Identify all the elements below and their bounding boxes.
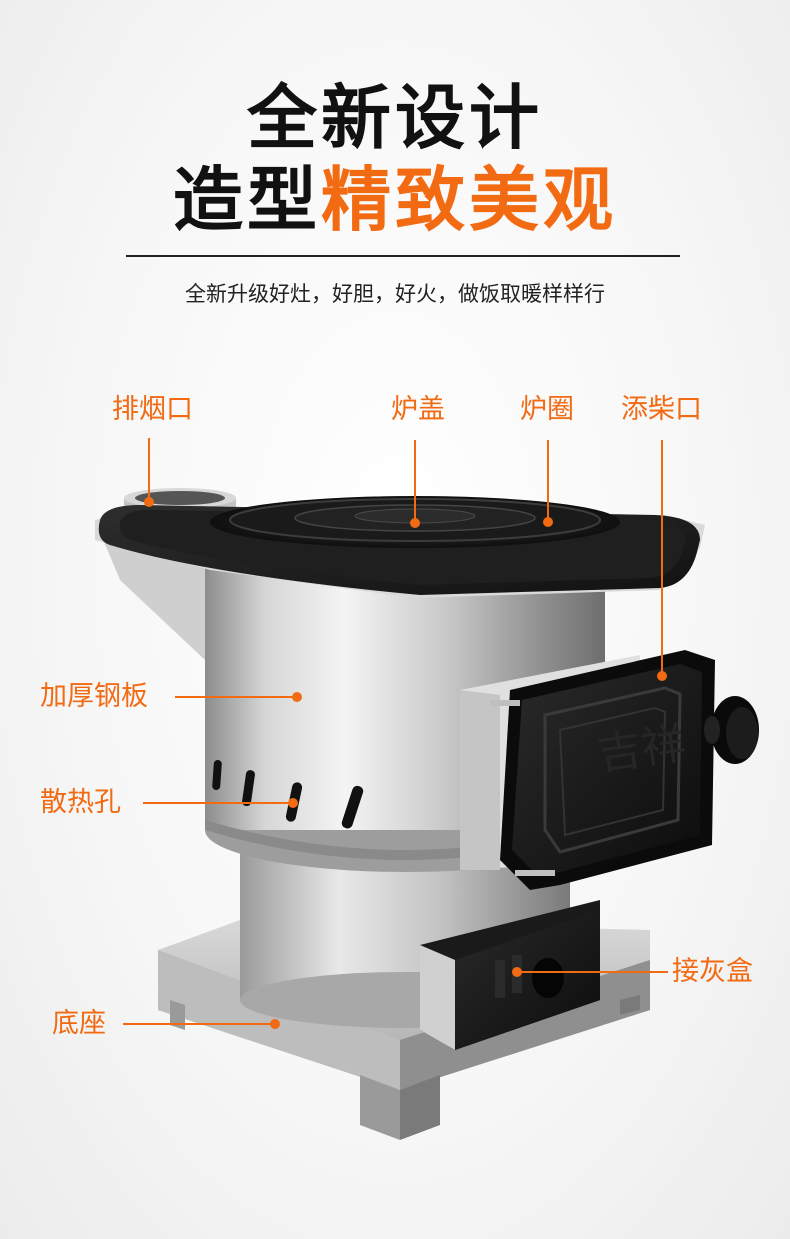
label-vents: 散热孔 xyxy=(40,787,121,818)
headline-line-2: 造型精致美观 xyxy=(0,160,790,240)
headline-orange-part: 精致美观 xyxy=(321,159,617,241)
headline-black-part: 造型 xyxy=(173,159,321,241)
divider-line xyxy=(126,255,680,257)
label-ring: 炉圈 xyxy=(520,394,574,425)
callout-lines xyxy=(123,438,668,1025)
door-emblem: 吉祥 xyxy=(594,718,688,781)
fuel-door: 吉祥 xyxy=(460,650,759,890)
subtitle: 全新升级好灶，好胆，好火，做饭取暖样样行 xyxy=(185,282,605,306)
label-fuel-door: 添柴口 xyxy=(621,394,702,425)
label-base: 底座 xyxy=(52,1008,106,1039)
label-chimney: 排烟口 xyxy=(112,394,193,425)
ash-box xyxy=(420,900,600,1050)
label-ash-box: 接灰盒 xyxy=(672,956,753,987)
callout-dots xyxy=(144,497,667,1029)
headline-line-1: 全新设计 xyxy=(247,77,543,159)
label-lid: 炉盖 xyxy=(391,394,445,425)
label-steel-plate: 加厚钢板 xyxy=(40,681,148,712)
